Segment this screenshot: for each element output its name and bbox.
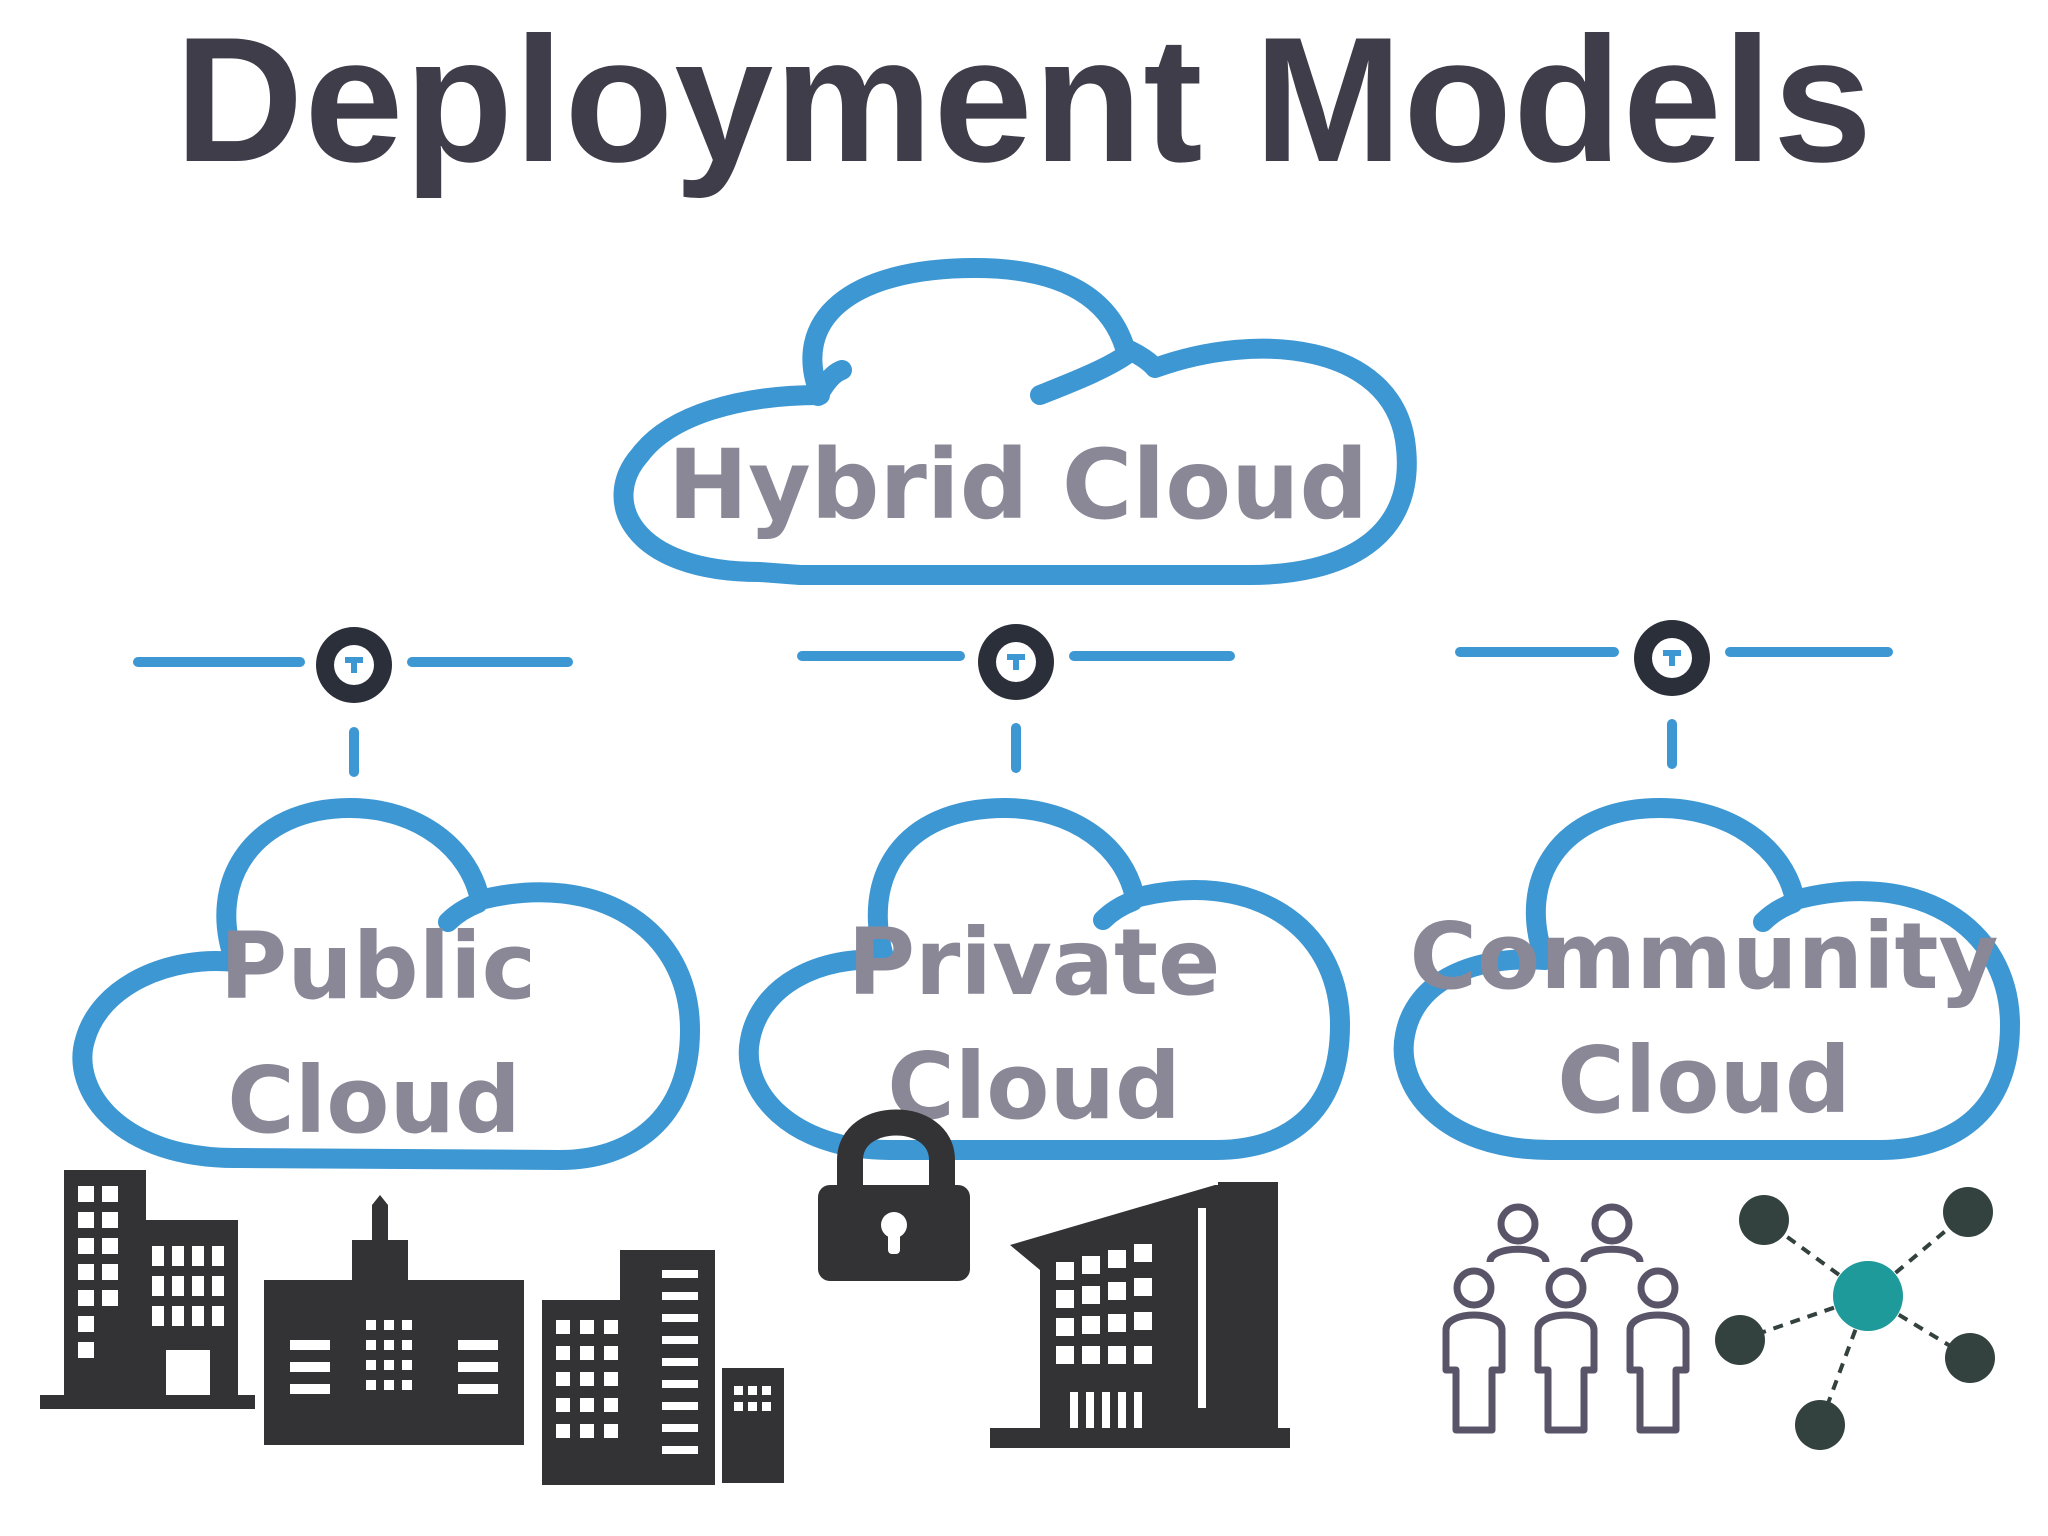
connector-private xyxy=(797,624,1235,773)
network-node xyxy=(1943,1187,1993,1237)
office-building-icon xyxy=(990,1182,1290,1448)
padlock-icon xyxy=(818,1109,970,1281)
network-hub-node xyxy=(1833,1261,1903,1331)
network-nodes-icon xyxy=(1715,1187,1995,1450)
community-cloud-label-line1: Community xyxy=(1410,903,1999,1010)
office-buildings-icon xyxy=(40,1170,784,1485)
community-cloud-label-line2: Cloud xyxy=(1557,1027,1851,1134)
public-cloud-label-line2: Cloud xyxy=(227,1047,521,1154)
connector-node-icon xyxy=(978,624,1054,700)
network-node xyxy=(1945,1333,1995,1383)
community-cloud-inner-curve xyxy=(1753,893,1803,932)
connector-node-icon xyxy=(1634,620,1710,696)
connector-community xyxy=(1455,620,1893,769)
hybrid-cloud-outline xyxy=(613,258,1417,585)
private-cloud-inner-curve xyxy=(1093,891,1143,930)
connector-public xyxy=(133,627,573,777)
public-cloud-outline xyxy=(72,798,700,1170)
private-cloud: Private Cloud xyxy=(738,798,1350,1160)
hybrid-cloud-inner-curve xyxy=(808,360,852,406)
public-cloud: Public Cloud xyxy=(72,798,700,1170)
hybrid-cloud-inner-curve-2 xyxy=(1030,342,1140,405)
community-cloud: Community Cloud xyxy=(1393,798,2020,1160)
private-cloud-outline xyxy=(738,798,1350,1160)
people-group-icon xyxy=(1442,1203,1690,1434)
community-cloud-outline xyxy=(1393,798,2020,1160)
connector-node-icon xyxy=(316,627,392,703)
hybrid-cloud: Hybrid Cloud xyxy=(613,258,1417,585)
public-cloud-label-line1: Public xyxy=(220,913,536,1020)
public-cloud-inner-curve xyxy=(438,893,488,932)
page-title: Deployment Models xyxy=(174,0,1874,199)
hybrid-cloud-label: Hybrid Cloud xyxy=(668,429,1368,541)
network-node xyxy=(1739,1195,1789,1245)
network-node xyxy=(1795,1400,1845,1450)
network-node xyxy=(1715,1315,1765,1365)
private-cloud-label-line1: Private xyxy=(848,909,1221,1016)
